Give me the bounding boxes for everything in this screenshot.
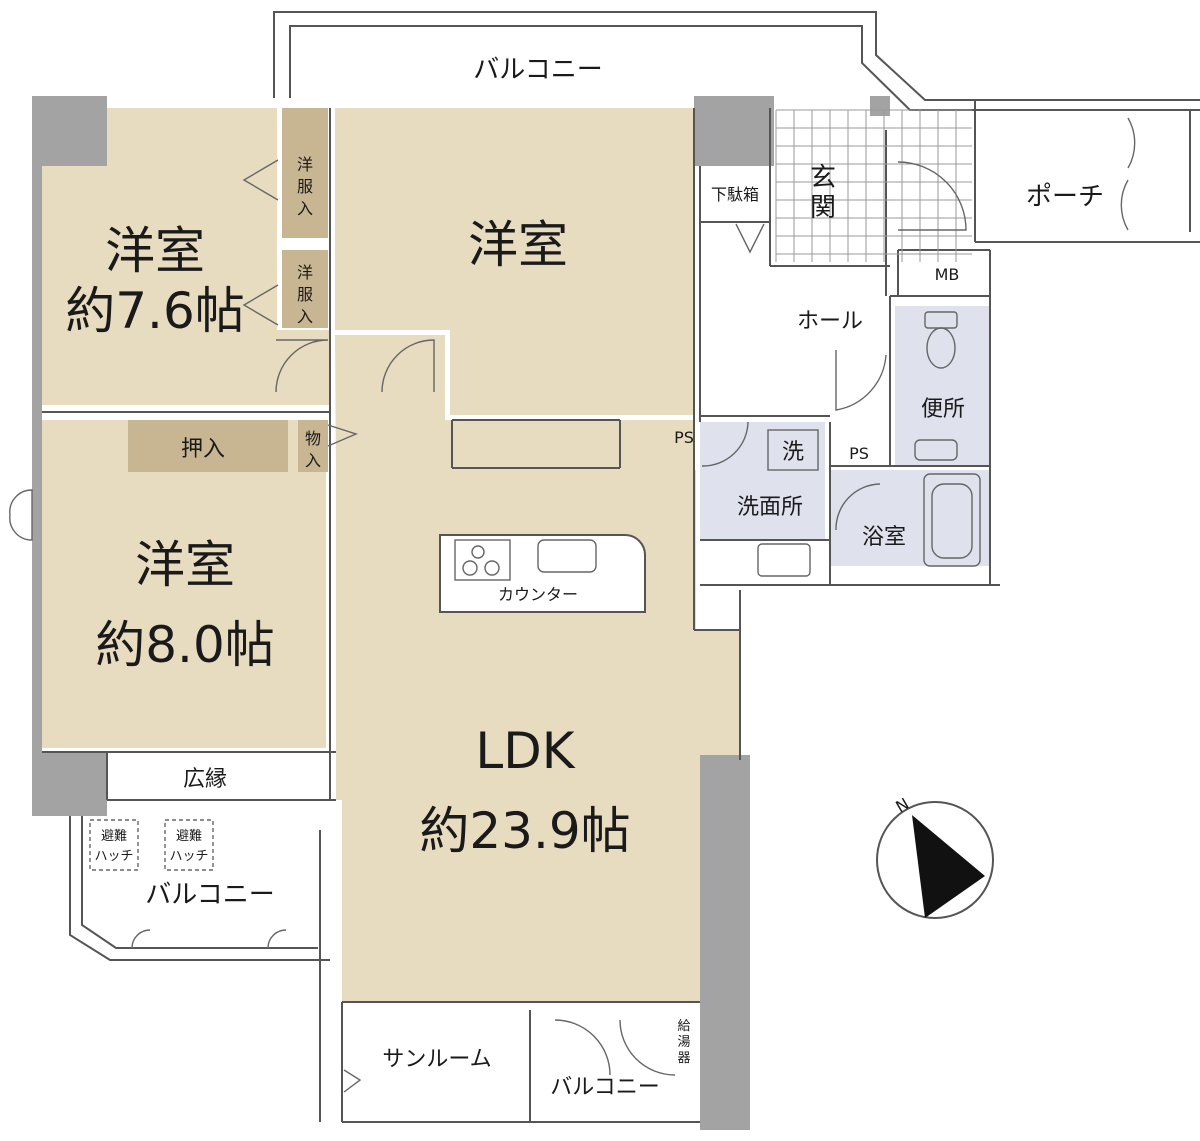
closet-2-label-c: 入 xyxy=(297,307,313,326)
storage-label-a: 物 xyxy=(305,429,321,448)
toilet-label: 便所 xyxy=(921,397,965,422)
balcony-top-outline xyxy=(273,11,1200,111)
partitions xyxy=(42,108,1000,1123)
room-western-w-name: 洋室 xyxy=(135,536,235,594)
balcony-top-label: バルコニー xyxy=(473,55,602,85)
closet-1-label-a: 洋 xyxy=(297,155,313,174)
north-arrow-icon xyxy=(912,815,985,918)
entrance-tile-grid xyxy=(775,109,972,262)
room-western-nw-name: 洋室 xyxy=(105,222,205,280)
water-heater-label-b: 湯 xyxy=(677,1035,690,1050)
room-western-n-name: 洋室 xyxy=(468,216,568,274)
sunroom-label: サンルーム xyxy=(382,1047,491,1072)
entrance-label-part1: 玄 xyxy=(810,163,836,193)
entrance-label-part2: 関 xyxy=(810,193,836,223)
closet-2-label-a: 洋 xyxy=(297,263,313,282)
oshiire-label: 押入 xyxy=(181,437,225,462)
hatch-1-label-b: ハッチ xyxy=(94,849,133,864)
room-ldk-name: LDK xyxy=(475,722,575,780)
room-fills xyxy=(42,108,990,1002)
kitchen-counter xyxy=(439,534,646,613)
hatch-1-label-a: 避難 xyxy=(101,829,127,844)
room-western-nw-size: 約7.6帖 xyxy=(65,282,245,340)
ps-label-2: PS xyxy=(849,444,869,463)
washer-box xyxy=(767,429,819,471)
storage-label-b: 入 xyxy=(305,451,321,470)
shoe-box-label: 下駄箱 xyxy=(711,185,759,204)
engawa-label: 広縁 xyxy=(183,767,227,792)
toilet-fixture xyxy=(924,311,958,369)
porch-outline xyxy=(974,100,1200,243)
mb-label: MB xyxy=(935,265,960,284)
hatch-2-label-a: 避難 xyxy=(176,829,202,844)
water-heater-label-a: 給 xyxy=(677,1019,690,1034)
walls xyxy=(32,96,890,1130)
closet-1-label-b: 服 xyxy=(297,177,313,196)
hall-label: ホール xyxy=(797,309,863,334)
washroom-label: 洗面所 xyxy=(737,495,803,520)
closet-marks xyxy=(242,159,765,1093)
balcony-left-label: バルコニー xyxy=(145,880,274,910)
porch-label: ポーチ xyxy=(1026,182,1104,212)
balcony-left-outline xyxy=(69,808,330,961)
closet-1-label-c: 入 xyxy=(297,199,313,218)
doors xyxy=(9,117,1136,1076)
hatches xyxy=(89,819,214,871)
ps-label-1: PS xyxy=(674,428,694,447)
hatch-2-label-b: ハッチ xyxy=(169,849,208,864)
washer-label: 洗 xyxy=(782,440,804,465)
counter-label: カウンター xyxy=(498,585,578,604)
toilet-sink xyxy=(914,439,958,461)
balcony-bottom-label: バルコニー xyxy=(550,1075,660,1100)
closet-2-label-b: 服 xyxy=(297,285,313,304)
water-heater-label-c: 器 xyxy=(677,1051,690,1066)
north-label: N xyxy=(892,794,912,816)
compass xyxy=(876,801,994,919)
room-ldk-size: 約23.9帖 xyxy=(419,802,630,860)
room-western-w-size: 約8.0帖 xyxy=(95,616,275,674)
washroom-sink xyxy=(757,543,811,577)
bathtub xyxy=(923,473,981,567)
bathroom-label: 浴室 xyxy=(862,525,906,550)
